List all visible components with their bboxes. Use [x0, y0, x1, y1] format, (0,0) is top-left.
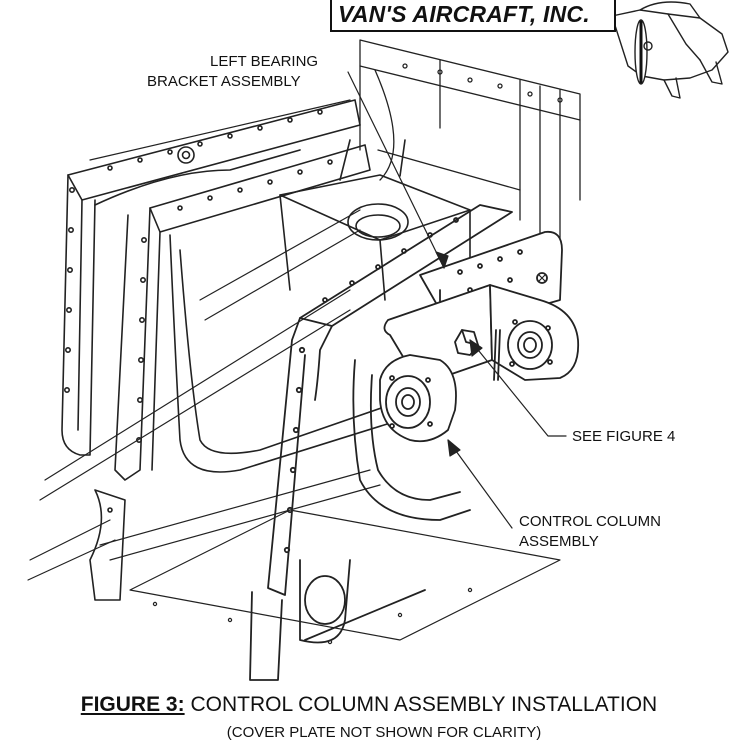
figure-caption: FIGURE 3: CONTROL COLUMN ASSEMBLY INSTAL… [0, 693, 738, 717]
leader-lines [347, 71, 567, 529]
figure-note: (COVER PLATE NOT SHOWN FOR CLARITY) [226, 724, 542, 741]
callout-left-bearing-line-1: LEFT BEARING [210, 53, 319, 70]
control-column-assembly [379, 284, 580, 443]
airplane-logo [599, 1, 729, 99]
brand-name: VAN'S AIRCRAFT, INC. [338, 1, 590, 27]
center-box [279, 139, 471, 301]
figure-title: CONTROL COLUMN ASSEMBLY INSTALLATION [190, 693, 658, 716]
middle-bulkhead [89, 144, 401, 601]
left-bulkhead [61, 99, 361, 456]
brand-box [330, 0, 616, 32]
callout-control-column-line-2: ASSEMBLY [519, 533, 599, 550]
callout-see-figure-4: SEE FIGURE 4 [572, 428, 676, 445]
callout-control-column-line-1: CONTROL COLUMN [519, 513, 661, 530]
figure-number: FIGURE 3: [80, 693, 185, 716]
callout-left-bearing-line-2: BRACKET ASSEMBLY [147, 73, 301, 90]
front-bulkhead [249, 204, 513, 681]
